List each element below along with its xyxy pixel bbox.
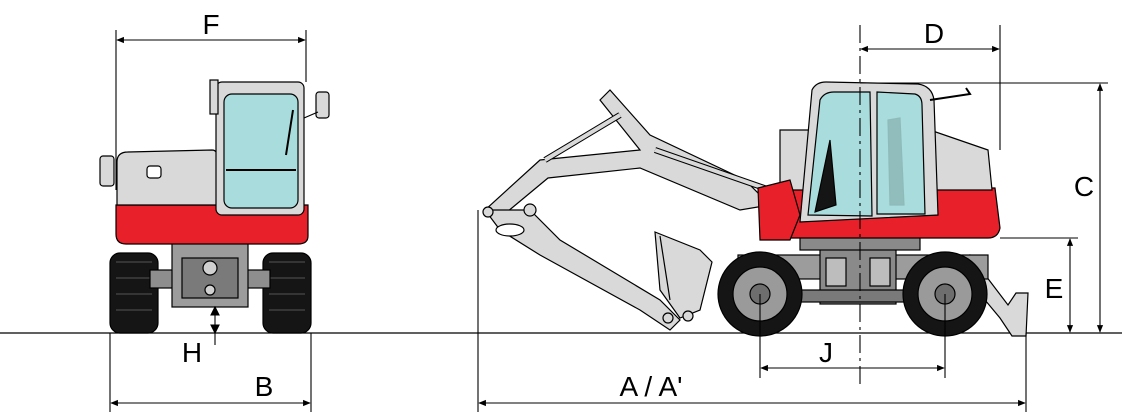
boom [484,89,772,223]
dimension-lines [109,25,1108,412]
label-B: B [255,371,274,402]
front-right-tire [262,252,312,334]
side-view-excavator [482,81,1029,337]
front-view-excavator [99,79,330,334]
arm [483,209,681,331]
label-A: A / A' [620,371,683,402]
label-C: C [1074,171,1094,202]
label-J: J [819,337,833,368]
front-right-mirror [315,91,330,119]
side-cab-rear-window [876,91,926,215]
label-D: D [924,18,944,49]
label-H: H [182,337,202,368]
front-left-tire [109,252,159,334]
front-left-mirror [99,155,115,187]
boom-swing-bracket [757,179,801,241]
label-E: E [1045,273,1064,304]
label-F: F [202,9,219,40]
front-cab-window [223,93,299,209]
front-engine-hood [116,149,219,206]
